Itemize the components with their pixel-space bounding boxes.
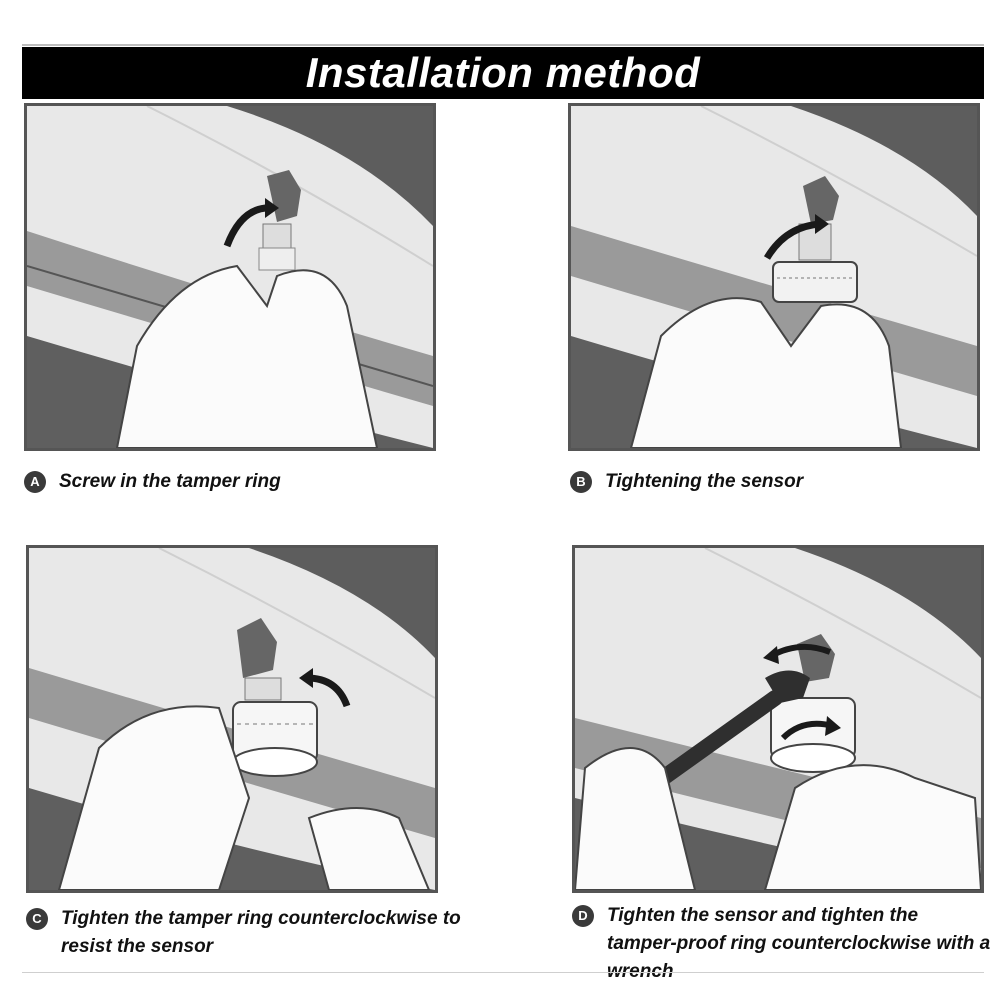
step-caption-text: Tighten the tamper ring counterclockwise… xyxy=(61,908,461,957)
step-badge: C xyxy=(26,908,48,930)
curved-arrow-icon xyxy=(763,220,822,260)
step-caption-text: Screw in the tamper ring xyxy=(59,471,281,492)
page-title: Installation method xyxy=(305,49,701,96)
step-c-illustration xyxy=(26,545,438,893)
step-badge: A xyxy=(24,471,46,493)
tire-tread xyxy=(227,106,433,226)
step-d-illustration xyxy=(572,545,984,893)
step-b-illustration xyxy=(568,103,980,451)
tpms-sensor-icon xyxy=(770,697,856,773)
step-d-caption: D Tighten the sensor and tighten the tam… xyxy=(572,902,992,986)
step-caption-text: Tighten the sensor and tighten the tampe… xyxy=(607,905,991,982)
title-banner: Installation method xyxy=(22,47,984,99)
step-a-caption: A Screw in the tamper ring xyxy=(24,468,444,496)
bottom-divider xyxy=(22,972,984,973)
step-badge: D xyxy=(572,905,594,927)
step-badge: B xyxy=(570,471,592,493)
step-caption-text: Tightening the sensor xyxy=(605,471,804,492)
hand xyxy=(115,264,379,448)
tpms-sensor-icon xyxy=(772,261,858,303)
step-b-caption: B Tightening the sensor xyxy=(570,468,990,496)
step-c-caption: C Tighten the tamper ring counterclockwi… xyxy=(26,905,496,961)
step-a-illustration xyxy=(24,103,436,451)
valve-cap-icon xyxy=(237,618,282,701)
top-divider xyxy=(22,44,984,46)
tpms-sensor-icon xyxy=(232,701,318,777)
